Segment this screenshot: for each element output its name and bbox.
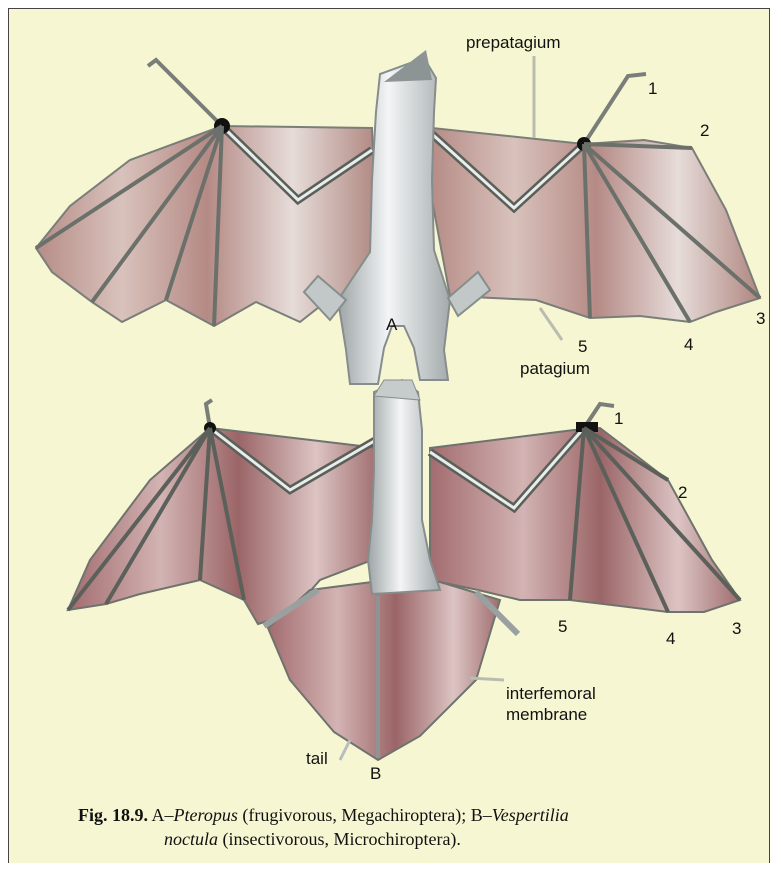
label-b-finger-4: 4 [666,629,675,648]
caption-line-2: noctula (insectivorous, Microchiroptera)… [78,827,758,851]
caption-figure-number: Fig. 18.9. [78,805,148,825]
label-b-finger-1: 1 [614,409,623,428]
label-b-finger-5: 5 [558,617,567,636]
caption-a-prefix: A– [152,805,174,825]
label-tail: tail [306,749,328,768]
caption-b-species: noctula [164,829,218,849]
bat-a [36,50,760,384]
label-a: A [386,315,398,334]
label-a-finger-3: 3 [756,309,765,328]
label-membrane: membrane [506,705,587,724]
label-prepatagium: prepatagium [466,33,561,52]
label-a-finger-4: 4 [684,335,693,354]
label-a-finger-1: 1 [648,79,657,98]
caption-b-genus: Vespertilia [492,805,569,825]
caption-a-description: (frugivorous, Megachiroptera); B– [238,805,492,825]
label-patagium: patagium [520,359,590,378]
label-a-finger-2: 2 [700,121,709,140]
label-b: B [370,764,381,783]
label-a-finger-5: 5 [578,337,587,356]
bat-b-interfemoral-membrane [268,582,500,760]
label-b-finger-2: 2 [678,483,687,502]
bat-b [68,380,740,760]
figure-caption: Fig. 18.9. A–Pteropus (frugivorous, Mega… [78,803,758,851]
label-interfemoral: interfemoral [506,684,596,703]
label-b-finger-3: 3 [732,619,741,638]
bat-b-right-wing-membrane [430,428,740,612]
bat-a-left-thumb [148,60,222,126]
bat-a-right-thumb [584,74,646,144]
caption-a-genus: Pteropus [174,805,238,825]
caption-b-description: (insectivorous, Microchiroptera). [218,829,461,849]
